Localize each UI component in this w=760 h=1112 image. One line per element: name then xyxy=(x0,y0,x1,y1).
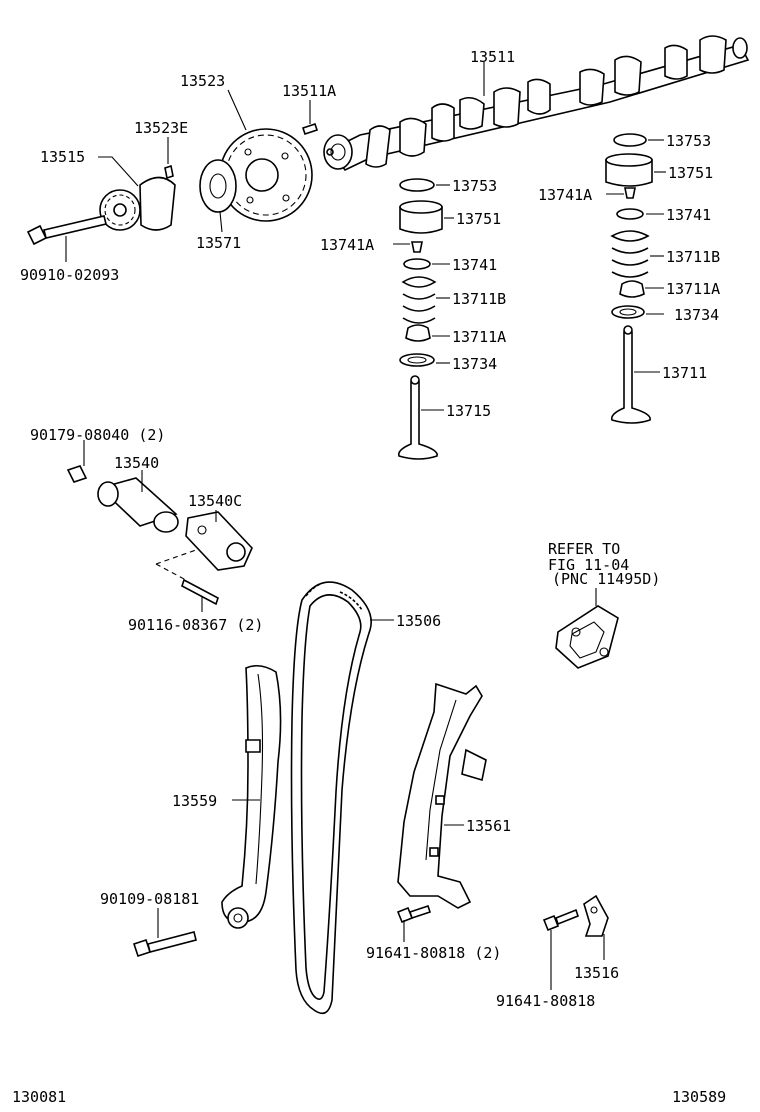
label-ex-13753: 13753 xyxy=(666,132,711,150)
part-labels: 13511 13511A 13523 13523E 13515 13571 90… xyxy=(12,48,726,1106)
label-ex-13751: 13751 xyxy=(668,164,713,182)
chain-damper xyxy=(397,682,487,909)
label-13506: 13506 xyxy=(396,612,441,630)
label-13516: 13516 xyxy=(574,964,619,982)
label-13571: 13571 xyxy=(196,234,241,252)
label-ex-13711a: 13711A xyxy=(666,280,720,298)
timing-chain xyxy=(290,581,394,1015)
knock-pin xyxy=(301,100,319,136)
label-90179-08040: 90179-08040 (2) xyxy=(30,426,165,444)
exhaust-valve-assembly xyxy=(605,133,666,424)
refer-line-3: (PNC 11495D) xyxy=(552,570,660,588)
label-13561: 13561 xyxy=(466,817,511,835)
label-in-13711b: 13711B xyxy=(452,290,506,308)
chain-slipper xyxy=(221,664,282,929)
label-13515: 13515 xyxy=(40,148,85,166)
label-in-13741: 13741 xyxy=(452,256,497,274)
label-90109-08181: 90109-08181 xyxy=(100,890,199,908)
label-ex-13711: 13711 xyxy=(662,364,707,382)
footer-right-code: 130589 xyxy=(672,1088,726,1106)
label-91641-80818: 91641-80818 xyxy=(496,992,595,1010)
label-in-13734: 13734 xyxy=(452,355,497,373)
chain-guide-small xyxy=(542,894,609,990)
refer-line-1: REFER TO xyxy=(548,540,620,558)
label-in-13741a: 13741A xyxy=(320,236,374,254)
label-ex-13711b: 13711B xyxy=(666,248,720,266)
label-ex-13734: 13734 xyxy=(674,306,719,324)
vvt-gear xyxy=(98,156,176,231)
straight-pin xyxy=(164,137,174,180)
label-13559: 13559 xyxy=(172,792,217,810)
label-ex-13741: 13741 xyxy=(666,206,711,224)
label-91641-80818-2: 91641-80818 (2) xyxy=(366,944,501,962)
label-13511a: 13511A xyxy=(282,82,336,100)
label-90116-08367: 90116-08367 (2) xyxy=(128,616,263,634)
footer-left-code: 130081 xyxy=(12,1088,66,1106)
label-90910-02093: 90910-02093 xyxy=(20,266,119,284)
chain-tensioner xyxy=(66,440,253,612)
plate-washer xyxy=(199,159,237,233)
label-ex-13741a: 13741A xyxy=(538,186,592,204)
label-13540c: 13540C xyxy=(188,492,242,510)
label-13523e: 13523E xyxy=(134,119,188,137)
label-13523: 13523 xyxy=(180,72,225,90)
label-in-13751: 13751 xyxy=(456,210,501,228)
label-in-13753: 13753 xyxy=(452,177,497,195)
refer-line-2: FIG 11-04 xyxy=(548,556,629,574)
label-in-13715: 13715 xyxy=(446,402,491,420)
label-13511: 13511 xyxy=(470,48,515,66)
intake-valve-assembly xyxy=(393,178,454,460)
label-13540: 13540 xyxy=(114,454,159,472)
label-in-13711a: 13711A xyxy=(452,328,506,346)
camshaft xyxy=(323,35,750,172)
damper-bolt xyxy=(396,904,432,942)
timing-sprocket xyxy=(219,89,313,222)
camshaft-bolt xyxy=(26,215,107,262)
reference-gasket xyxy=(555,588,619,669)
slipper-bolt xyxy=(132,908,197,958)
